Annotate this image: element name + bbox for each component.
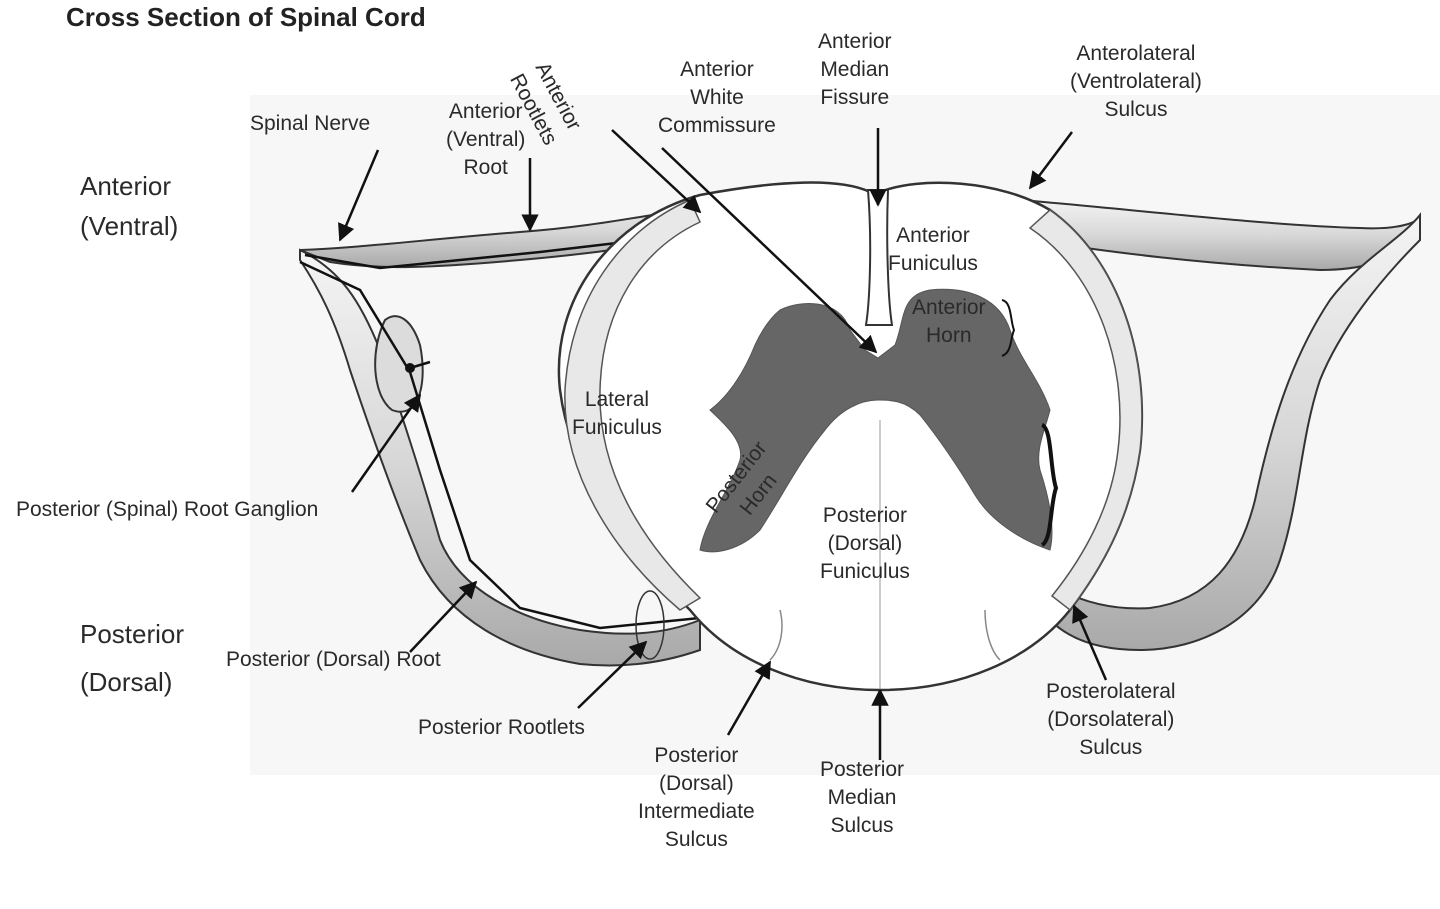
orientation-line: Anterior [80,171,172,201]
gray-matter [699,288,1053,553]
label-anterior-root: Anterior (Ventral) Root [446,98,525,182]
label-line: Funiculus [820,560,910,583]
label-line: Intermediate [638,800,755,823]
label-line: Funiculus [572,416,662,439]
label-line: Anterior [818,30,892,53]
label-line: Posterior (Spinal) Root Ganglion [16,498,319,521]
label-spinal-nerve: Spinal Nerve [250,110,370,138]
label-line: (Dorsal) [827,532,903,555]
label-posterior-rootlets: Posterior Rootlets [418,714,585,742]
diagram-title: Cross Section of Spinal Cord [66,2,426,32]
label-line: Horn [926,324,972,347]
label-anterior-horn: Anterior Horn [912,294,986,350]
anterior-median-fissure [864,189,894,326]
label-line: Posterior Rootlets [418,716,585,739]
label-line: Posterior [820,758,905,781]
label-line: Anterior [680,58,754,81]
label-line: Funiculus [888,252,978,275]
label-line: Posterior [654,744,739,767]
label-lateral-funiculus: Lateral Funiculus [572,386,662,442]
label-line: Posterolateral [1046,680,1176,703]
label-line: (Dorsolateral) [1047,708,1175,731]
orientation-line: (Dorsal) [80,667,173,697]
anterior-orientation-label: Anterior (Ventral) [80,166,178,246]
label-posterior-intermediate-sulcus: Posterior (Dorsal) Intermediate Sulcus [638,742,755,854]
label-anterolateral-sulcus: Anterolateral (Ventrolateral) Sulcus [1070,40,1202,124]
posterior-orientation-label: Posterior (Dorsal) [80,610,184,706]
label-line: Sulcus [830,814,894,837]
label-posterior-root: Posterior (Dorsal) Root [226,646,441,674]
label-line: (Dorsal) [659,772,734,795]
label-posterior-median-sulcus: Posterior Median Sulcus [820,756,904,840]
label-line: (Ventrolateral) [1070,70,1202,93]
label-line: Sulcus [1079,736,1143,759]
label-posterolateral-sulcus: Posterolateral (Dorsolateral) Sulcus [1046,678,1176,762]
label-line: Sulcus [664,828,728,851]
label-line: Posterior [822,504,907,527]
label-line: Lateral [584,388,650,411]
label-line: Sulcus [1104,98,1168,121]
label-line: Commissure [658,114,776,137]
label-line: Median [820,58,890,81]
label-line: Anterior [912,296,986,319]
orientation-line: (Ventral) [80,211,179,241]
label-line: Fissure [820,86,890,109]
label-posterior-funiculus: Posterior (Dorsal) Funiculus [820,502,910,586]
label-anterior-funiculus: Anterior Funiculus [888,222,978,278]
label-anterior-median-fissure: Anterior Median Fissure [818,28,892,112]
label-line: White [690,86,744,109]
label-line: Posterior (Dorsal) Root [226,648,441,671]
label-anterior-white-commissure: Anterior White Commissure [658,56,776,140]
label-line: Anterior [448,100,523,123]
label-line: (Ventral) [446,128,526,151]
label-line: Root [463,156,508,179]
label-line: Spinal Nerve [250,112,371,135]
label-line: Anterior [896,224,970,247]
label-line: Median [827,786,897,809]
label-posterior-root-ganglion: Posterior (Spinal) Root Ganglion [16,496,318,524]
orientation-line: Posterior [80,619,185,649]
label-line: Anterolateral [1076,42,1196,65]
